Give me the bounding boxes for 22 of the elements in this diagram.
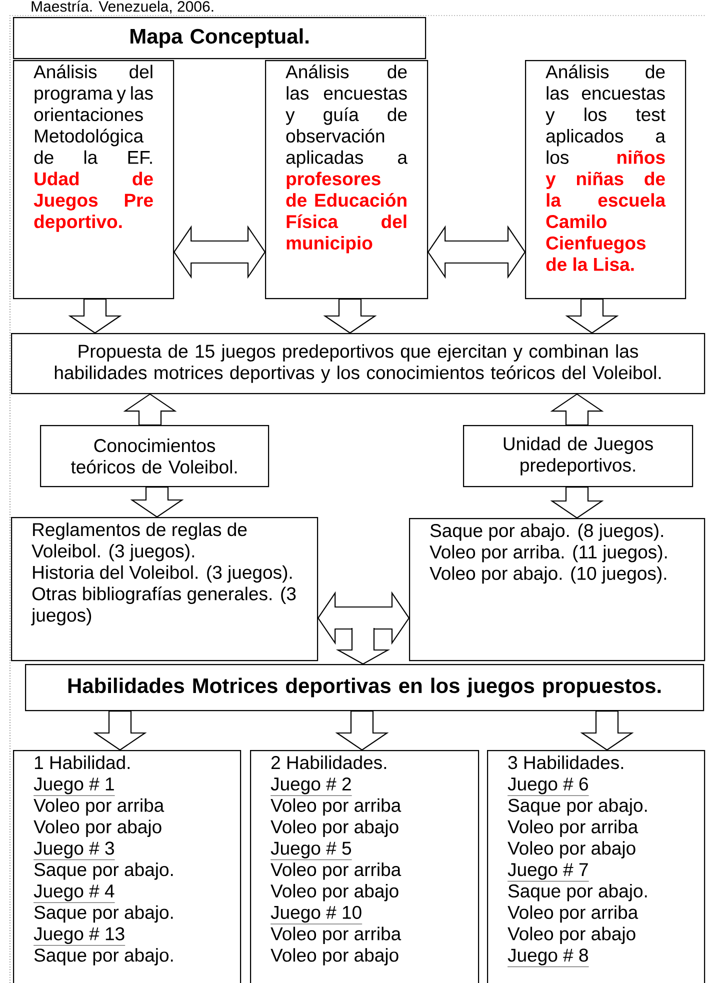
block-arrow — [580, 710, 634, 751]
content-box: Reglamentos de reglas de Voleibol. (3 juegos). Historia del Voleibol. (3 juegos). Otras bibliografías generales. (3 juegos) — [11, 517, 318, 662]
title-box: Mapa Conceptual. — [13, 17, 426, 60]
block-arrow — [130, 486, 184, 518]
concept-box: Unidad de Juegos predeportivos. — [463, 425, 694, 488]
content-box: Saque por abajo. (8 juegos). Voleo por arriba. (11 juegos). Voleo por abajo. (10 juegos). — [409, 518, 706, 662]
block-arrow — [68, 298, 122, 334]
content-box: 2 Habilidades. Juego # 2 Voleo por arriba Voleo por abajo Juego # 5 Voleo por arriba Voleo por abajo Juego # 10 Voleo por arriba Voleo por abajo — [250, 750, 480, 983]
block-arrow — [335, 710, 389, 751]
content-box: 1 Habilidad. Juego # 1 Voleo por arriba Voleo por abajo Juego # 3 Saque por abajo. Juego # 4 Saque por abajo. Juego # 13 Saque por abajo. — [13, 750, 242, 983]
content-box: 3 Habilidades. Juego # 6 Saque por abajo. Voleo por arriba Voleo por abajo Juego # 7 Saque por abajo. Voleo por arriba Voleo por abajo Juego # 8 — [487, 750, 706, 983]
block-arrow — [93, 710, 147, 751]
block-arrow — [550, 486, 604, 519]
block-arrow — [323, 298, 377, 334]
block-arrow — [123, 393, 177, 426]
block-arrow — [336, 627, 390, 665]
concept-box: Habilidades Motrices deportivas en los juegos propuestos. — [25, 664, 704, 712]
block-arrow — [550, 393, 604, 426]
block-arrow — [565, 298, 619, 334]
concept-box: Conocimientos teóricos de Voleibol. — [40, 425, 270, 488]
concept-box: Análisis de las encuestas y los test aplicados a los niños y niñas de la escuela Camilo Cienfuegos de la Lisa. — [525, 60, 686, 300]
concept-box: Propuesta de 15 juegos predeportivos que ejercitan y combinan las habilidades motrices deportivas y los conocimientos teóricos del Voleibol. — [11, 333, 706, 394]
